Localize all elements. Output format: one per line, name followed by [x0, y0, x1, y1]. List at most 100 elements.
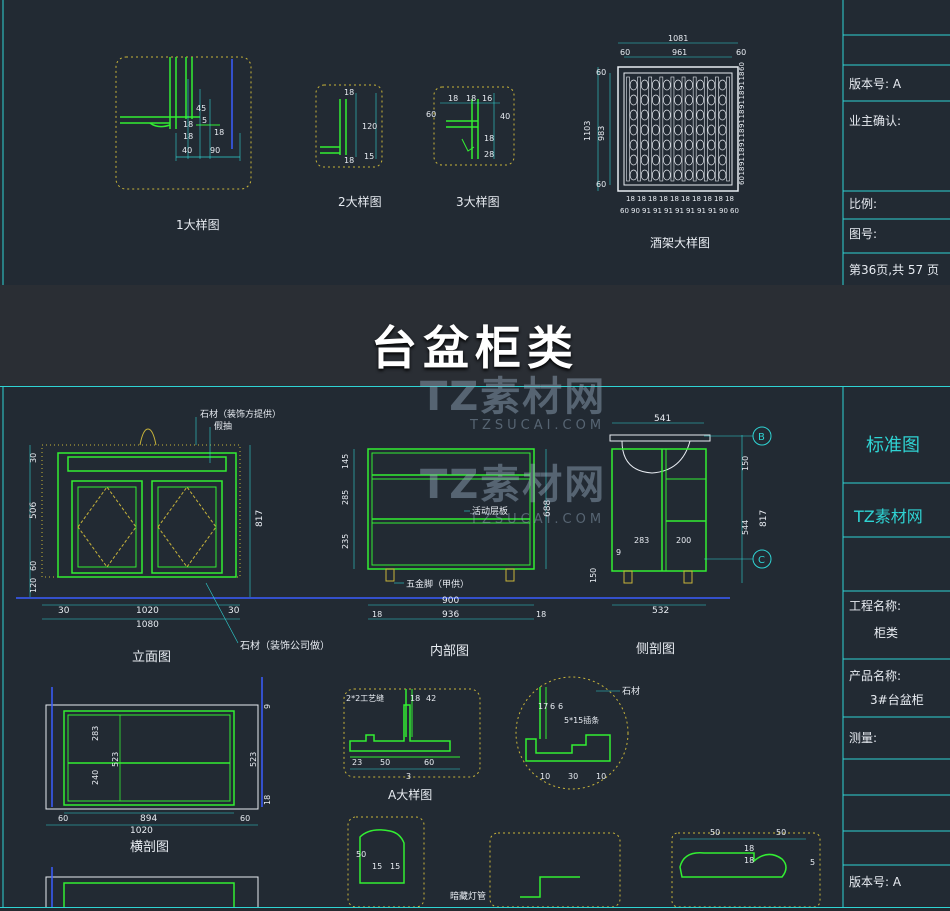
wine-rack-divider: [692, 76, 697, 182]
wine-rack-bottom-small-dim: 18: [692, 195, 701, 203]
wine-rack-bottle-slot: [674, 109, 682, 121]
wine-rack-divider: [703, 76, 708, 182]
detail-1-drawing: 90 40 18 18 45 5 18 1大样图: [115, 56, 252, 232]
bottom-project-name-label: 工程名称:: [849, 599, 902, 613]
wine-rack-bottle-slot: [718, 139, 727, 151]
wine-rack-right-dim: 91: [738, 81, 746, 90]
stone-detail-dim-10a: 10: [540, 772, 550, 781]
wine-rack-bottom-small-dim: 18: [637, 195, 646, 203]
interior-movable-shelf-label: 活动层板: [472, 505, 508, 517]
detail3-dim-40: 40: [500, 112, 510, 121]
side-dim-150: 150: [741, 456, 750, 471]
wine-rack-bottle-slot: [718, 79, 727, 91]
lower-dim-50: 50: [356, 850, 366, 859]
wine-rack-bottle-slot: [640, 124, 649, 136]
cross-dim-894: 894: [140, 814, 157, 824]
elevation-width-inner: 1020: [136, 606, 159, 616]
detail3-dim-18c: 18: [484, 134, 494, 143]
wine-rack-bottle-slot: [685, 79, 693, 91]
wine-rack-divider: [726, 76, 730, 182]
cross-dim-523b: 523: [249, 752, 258, 767]
side-section-label: 侧剖图: [636, 642, 675, 657]
detail3-dim-18a: 18: [448, 94, 458, 103]
top-drawing-canvas: 90 40 18 18 45 5 18 1大样图 18 120 18 15 2大…: [2, 0, 950, 285]
wine-rack-top-inner: 961: [672, 48, 687, 57]
wine-rack-bottom-small-dim: 18: [714, 195, 723, 203]
watermark-brand-2: TZ素材网: [420, 462, 607, 508]
detail1-dim-40: 40: [182, 146, 192, 155]
detail2-dim-15: 15: [364, 152, 374, 161]
wine-rack-bottle-slot: [696, 139, 705, 151]
detail3-dim-60: 60: [426, 110, 436, 119]
wine-rack-bottle-slot: [629, 109, 638, 121]
wine-rack-divider: [681, 76, 686, 182]
top-drawing-sheet: 90 40 18 18 45 5 18 1大样图 18 120 18 15 2大…: [0, 0, 950, 286]
category-title: 台盆柜类: [371, 321, 579, 375]
wine-rack-bottle-slot: [651, 139, 660, 151]
wine-rack-bottom-small-dim: 18: [681, 195, 690, 203]
stone-detail-drawing: 石材 5*15插条 17 6 6 10 30 10: [515, 676, 640, 790]
bottom-product-name-label: 产品名称:: [849, 669, 902, 683]
bottom-project-name: 柜类: [874, 626, 899, 640]
wine-rack-bottle-slot: [696, 79, 705, 91]
wine-rack-bottom-dim: 91: [653, 207, 662, 215]
elevation-right-30: 30: [228, 606, 240, 616]
interior-height: 688: [543, 500, 553, 517]
wine-rack-bottom-small-dim: 18: [648, 195, 657, 203]
interior-dim-145: 145: [341, 454, 350, 469]
wine-rack-bottle-slot: [651, 154, 660, 166]
wine-rack-divider: [670, 76, 675, 182]
detail-a-label: A大样图: [388, 787, 432, 802]
wine-rack-bottle-slot: [629, 169, 638, 181]
wine-rack-bottle-slot: [674, 124, 682, 136]
wine-rack-bottom-small-dim: 18: [626, 195, 635, 203]
top-page-count: 第36页,共 57 页: [849, 263, 939, 277]
wine-rack-bottle-slot: [718, 124, 727, 136]
wine-rack-bottle-slot: [640, 139, 649, 151]
cross-dim-60a: 60: [58, 814, 68, 823]
wine-rack-bottom-small-dim: 18: [659, 195, 668, 203]
side-section-drawing: 541 532 817 544 150 150 283 200 9 B C 侧剖…: [589, 414, 772, 657]
elevation-left-30: 30: [58, 606, 70, 616]
wine-rack-grid: [626, 76, 730, 182]
wine-rack-bottom-dim: 91: [697, 207, 706, 215]
wine-rack-bottle-slot: [707, 169, 716, 181]
wine-rack-bottom-dim: 91: [664, 207, 673, 215]
elevation-stone-company-label: 石材（装饰公司做）: [240, 639, 330, 652]
wine-rack-bottom-dim: 90: [719, 207, 728, 215]
wine-rack-bottle-slot: [674, 169, 682, 181]
wine-rack-right-dim: 91: [738, 100, 746, 109]
top-version: 版本号: A: [849, 77, 902, 91]
side-dim-283: 283: [634, 536, 649, 545]
wine-rack-bottle-slot: [663, 169, 671, 181]
wine-rack-divider: [648, 76, 653, 182]
side-dim-9: 9: [616, 548, 621, 557]
lower-lamp-tube-label: 暗藏灯管: [450, 890, 486, 902]
interior-drawing: 900 936 18 18 688 145 285 235 活动层板 五金脚（甲…: [341, 448, 553, 659]
wine-rack-bottle-slot: [640, 94, 649, 106]
lower-dim-50c: 50: [776, 828, 786, 837]
detail3-dim-18b: 18: [466, 94, 476, 103]
detail-2-drawing: 18 120 18 15 2大样图: [315, 84, 383, 209]
wine-rack-bottle-slot: [640, 169, 649, 181]
wine-rack-right-dim: 91: [738, 157, 746, 166]
wine-rack-bottom-dim: 91: [686, 207, 695, 215]
watermark-sub: TZSUCAI.COM: [470, 418, 606, 433]
side-base: 150: [589, 568, 598, 583]
wine-rack-right-dim: 60: [738, 176, 746, 185]
bottom-version: 版本号: A: [849, 875, 902, 889]
detail-a-dim-50: 50: [380, 758, 390, 767]
detail2-label: 2大样图: [338, 194, 382, 209]
wine-rack-bottle-slot: [629, 79, 638, 91]
wine-rack-left-b: 60: [596, 180, 606, 189]
stone-detail-dim-6a: 6: [550, 702, 555, 711]
detail1-dim-45: 45: [196, 104, 206, 113]
detail1-dim-18a: 18: [183, 132, 193, 141]
wine-rack-bottle-slot: [663, 139, 671, 151]
side-dim-200: 200: [676, 536, 691, 545]
stone-detail-dim-6b: 6: [558, 702, 563, 711]
interior-width-inner: 900: [442, 596, 459, 606]
wine-rack-bottle-slot: [696, 154, 705, 166]
top-drawing-no: 图号:: [849, 227, 878, 241]
wine-rack-bottle-slot: [696, 124, 705, 136]
